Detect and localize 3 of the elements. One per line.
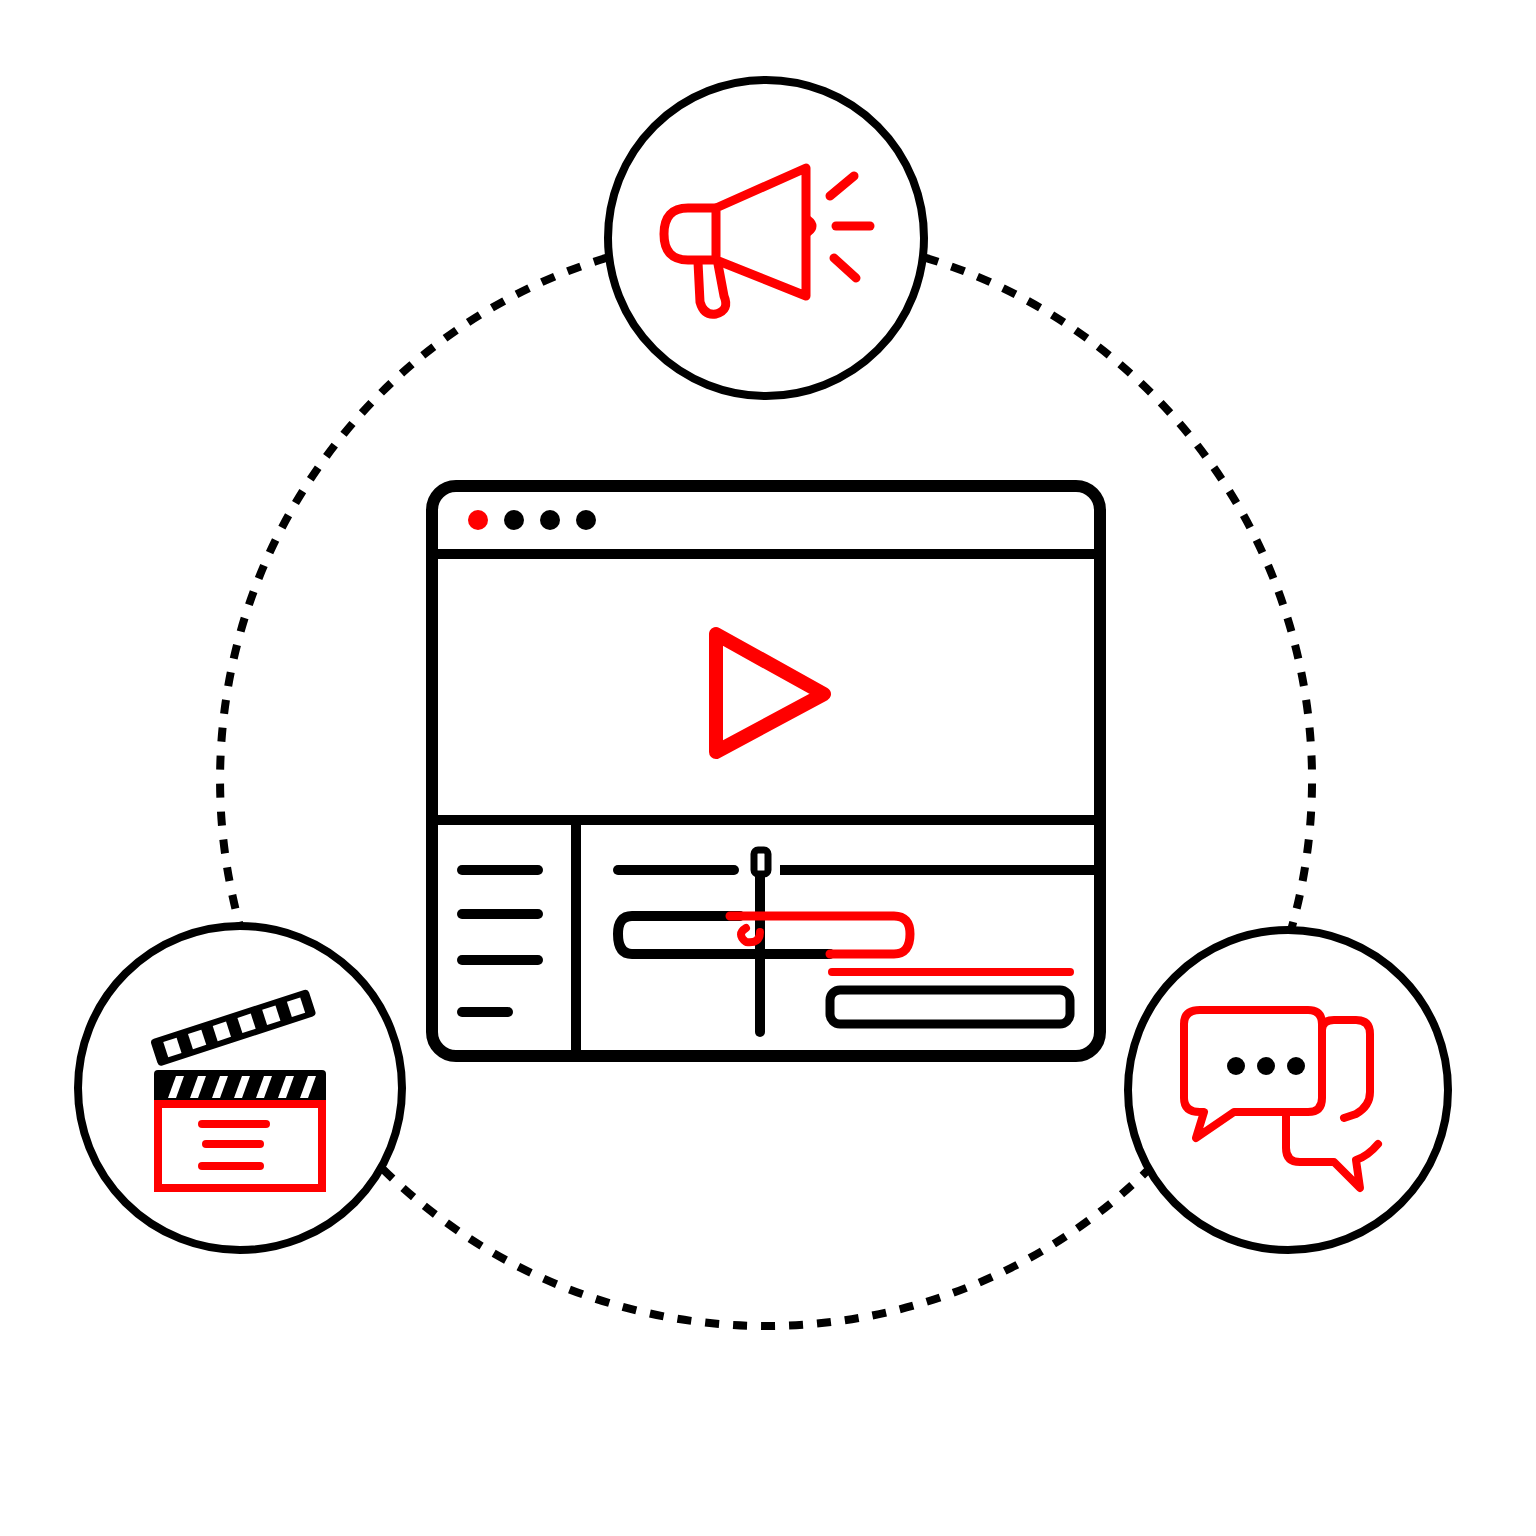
dashed-connector	[216, 253, 609, 925]
dashed-connector	[380, 1165, 1150, 1330]
dashed-connector	[923, 253, 1316, 929]
